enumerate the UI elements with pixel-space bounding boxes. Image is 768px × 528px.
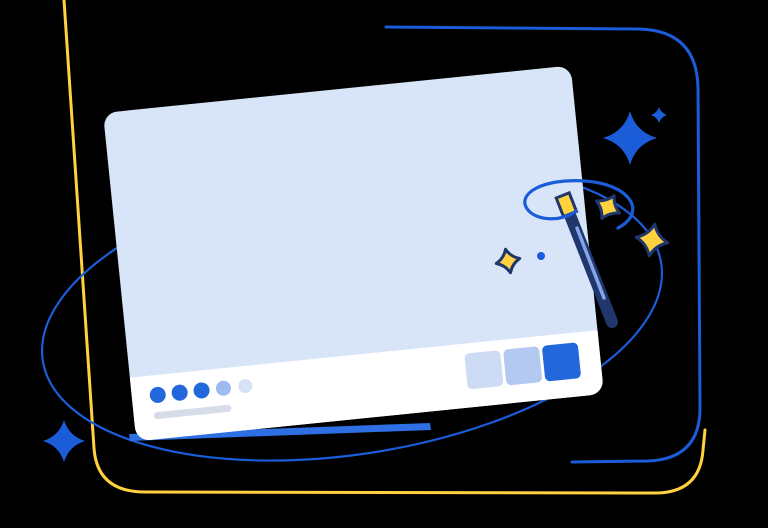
sparkle-asterisk-icon bbox=[651, 107, 667, 123]
magic-wand bbox=[523, 179, 635, 328]
blue-frame-line bbox=[384, 25, 702, 464]
color-swatch-light bbox=[464, 350, 504, 390]
card-bottom-edge bbox=[129, 423, 431, 441]
browser-card bbox=[104, 66, 604, 442]
color-swatch-medium bbox=[503, 346, 542, 386]
toolbar-placeholder-bar bbox=[153, 404, 232, 420]
wand-swirl bbox=[523, 179, 635, 230]
sparkle-star-big-blue-icon bbox=[603, 111, 657, 165]
toolbar-dot-4 bbox=[215, 380, 231, 396]
toolbar-dot-1 bbox=[149, 386, 166, 403]
toolbar-dot-5 bbox=[238, 379, 253, 394]
corner-star-blue-icon bbox=[43, 420, 85, 462]
sparkle-yellow-star-3-icon bbox=[494, 247, 522, 275]
sparkle-yellow-star-1-icon bbox=[595, 194, 621, 220]
yellow-frame-line bbox=[62, 0, 707, 495]
sparkle-yellow-star-2-icon bbox=[634, 222, 670, 258]
wand-rod-highlight bbox=[575, 226, 606, 300]
color-swatch-solid bbox=[542, 342, 581, 382]
toolbar-dot-2 bbox=[171, 384, 188, 401]
sparkle-dot-icon bbox=[537, 252, 545, 260]
toolbar-dot-3 bbox=[193, 382, 210, 399]
